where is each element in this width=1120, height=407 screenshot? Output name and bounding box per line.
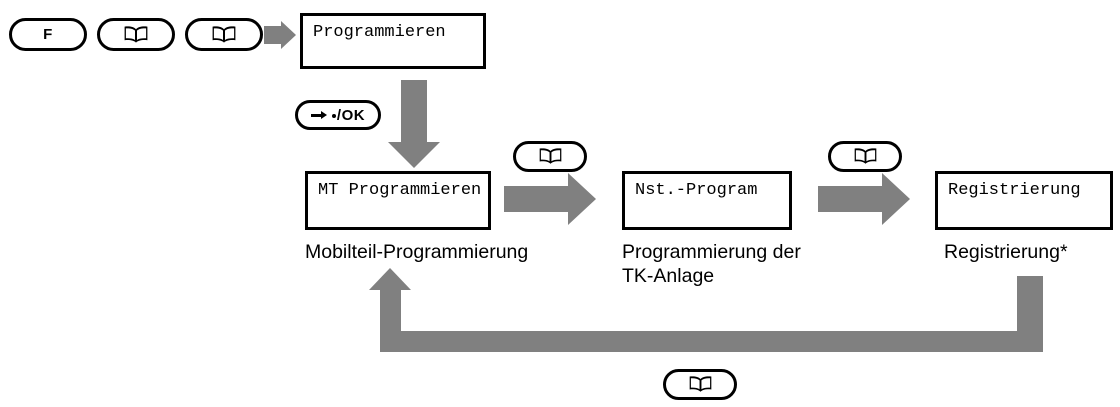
- key-function-f[interactable]: F: [9, 18, 87, 51]
- arrow-right-icon: [310, 109, 333, 121]
- display-text-mt-programmieren: MT Programmieren: [318, 181, 482, 200]
- key-ok-text: /OK: [336, 106, 366, 124]
- key-book-1[interactable]: [97, 18, 175, 51]
- display-box-mt-programmieren: MT Programmieren: [305, 171, 491, 230]
- display-text-nst-program: Nst.-Program: [635, 181, 758, 200]
- open-book-icon: [211, 25, 237, 45]
- dot-icon: [331, 114, 336, 118]
- open-book-icon: [688, 375, 713, 394]
- display-box-registrierung: Registrierung: [935, 171, 1113, 230]
- caption-step3: Registrierung*: [944, 241, 1068, 263]
- open-book-icon: [538, 147, 563, 166]
- key-book-3[interactable]: [513, 141, 587, 172]
- caption-step1: Mobilteil-Programmierung: [305, 241, 529, 263]
- display-box-programmieren: Programmieren: [300, 13, 486, 69]
- caption-step2: Programmierung der TK-Anlage: [622, 241, 801, 287]
- open-book-icon: [853, 147, 878, 166]
- display-box-nst-program: Nst.-Program: [622, 171, 792, 230]
- key-ok-label: /OK: [310, 106, 366, 124]
- display-text-registrierung: Registrierung: [948, 181, 1081, 200]
- key-ok[interactable]: /OK: [295, 100, 381, 130]
- key-book-5[interactable]: [663, 369, 737, 400]
- display-text-programmieren: Programmieren: [313, 23, 446, 42]
- key-book-4[interactable]: [828, 141, 902, 172]
- open-book-icon: [123, 25, 149, 45]
- key-function-f-label: F: [43, 26, 53, 43]
- key-book-2[interactable]: [185, 18, 263, 51]
